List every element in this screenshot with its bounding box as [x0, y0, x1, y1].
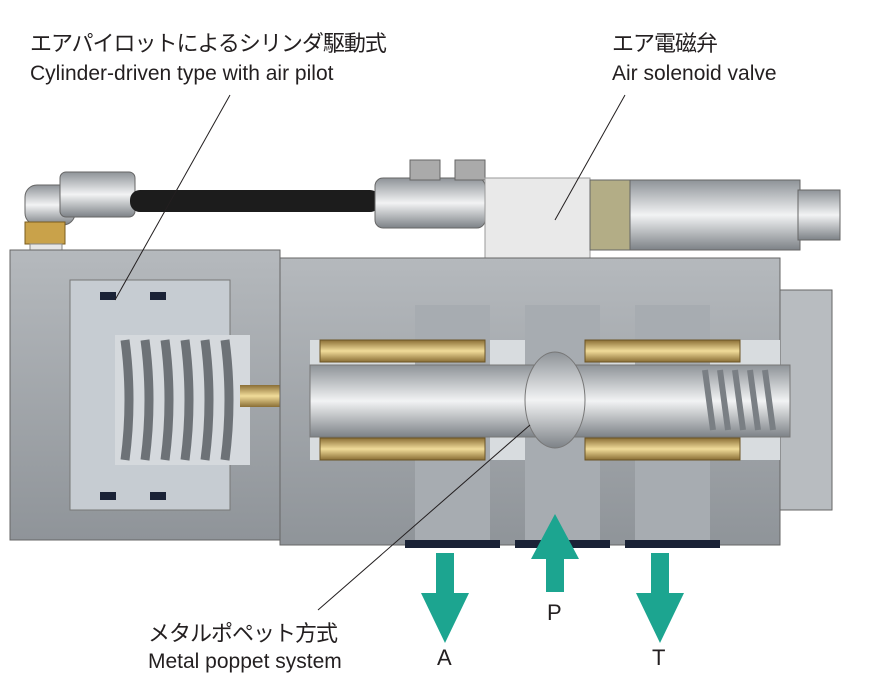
poppet — [524, 351, 586, 449]
poppet-label-en: Metal poppet system — [148, 650, 342, 673]
port-p-arrow-up-icon — [531, 514, 579, 592]
solenoid-label-en: Air solenoid valve — [612, 62, 777, 85]
spring-icon — [120, 339, 234, 461]
solenoid-label-jp: エア電磁弁 — [612, 32, 718, 57]
port-t-arrow-down-icon — [636, 553, 684, 643]
pilot-label-jp: エアパイロットによるシリンダ駆動式 — [30, 32, 387, 57]
port-a-label: A — [437, 645, 452, 670]
air-solenoid-valve — [374, 159, 841, 259]
pilot-label-en: Cylinder-driven type with air pilot — [30, 62, 334, 85]
port-p-label: P — [547, 600, 562, 625]
pilot-cylinder — [9, 249, 320, 541]
poppet-label-jp: メタルポペット方式 — [148, 622, 338, 647]
return-spring-icon — [702, 369, 776, 431]
leader-lines — [114, 94, 626, 611]
valve-body — [279, 257, 833, 548]
pilot-tube — [130, 190, 380, 212]
port-t-label: T — [652, 645, 666, 670]
port-a-arrow-down-icon — [421, 553, 469, 643]
